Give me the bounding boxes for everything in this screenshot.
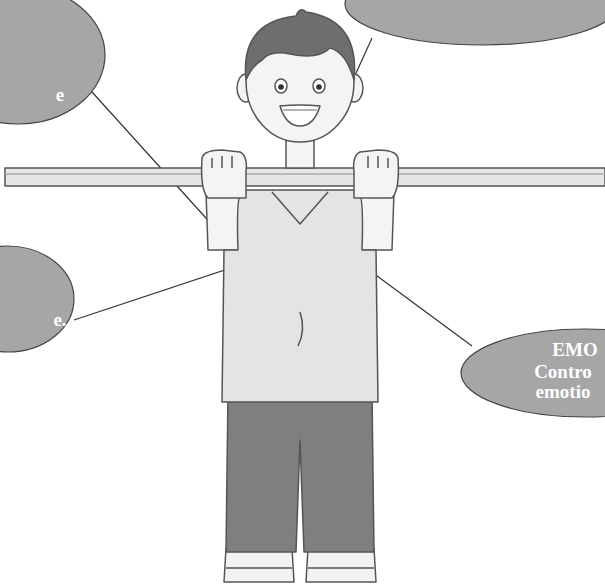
bar-highlight (5, 173, 605, 175)
shoe (306, 548, 376, 582)
oval-shape (461, 329, 605, 417)
oval-outline (0, 245, 75, 353)
smile (280, 105, 320, 126)
callout-text: Contro emotio (518, 362, 605, 402)
shoe-line (308, 567, 374, 569)
oval-outline (0, 0, 106, 125)
shoe-line (226, 567, 292, 569)
shirt-neck (272, 192, 328, 224)
eye (275, 79, 287, 93)
pull-up-bar (5, 168, 605, 186)
fist (202, 150, 247, 198)
hair (245, 10, 354, 80)
oval-shape (0, 0, 105, 124)
finger-lines (212, 156, 232, 168)
callout-oval (345, 0, 605, 45)
callout-text: e. (40, 310, 80, 330)
fist (354, 150, 399, 198)
pants (226, 392, 374, 552)
shoe (224, 548, 294, 582)
eye (313, 79, 325, 93)
boy-figure (5, 10, 605, 582)
callout-oval: e. (0, 245, 75, 353)
pupil (316, 84, 322, 90)
shirt-fold (298, 312, 303, 346)
oval-shape (0, 246, 74, 352)
finger-lines (368, 156, 388, 168)
t-shirt (222, 190, 378, 402)
callout-text: e (40, 85, 80, 105)
callout-heading: EMO (530, 340, 605, 360)
callout-oval: EMOContro emotio (460, 328, 605, 418)
pupil (278, 84, 284, 90)
callout-oval: e (0, 0, 106, 125)
teeth-line (283, 109, 317, 111)
